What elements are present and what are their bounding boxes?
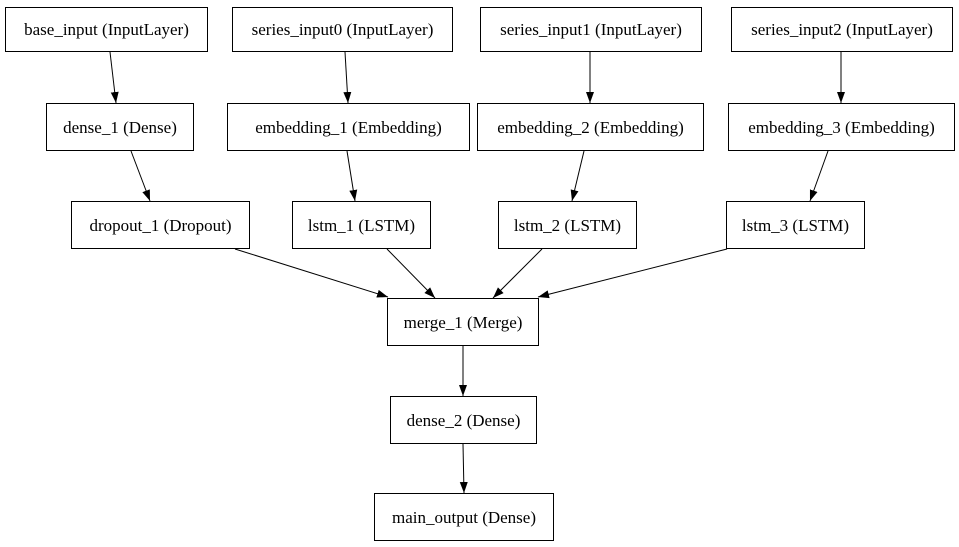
node-series_input0: series_input0 (InputLayer) xyxy=(232,7,453,52)
node-label: merge_1 (Merge) xyxy=(403,312,523,332)
node-embedding_2: embedding_2 (Embedding) xyxy=(477,103,704,151)
node-series_input1: series_input1 (InputLayer) xyxy=(480,7,702,52)
node-label: lstm_2 (LSTM) xyxy=(513,215,622,235)
node-base_input: base_input (InputLayer) xyxy=(5,7,208,52)
node-main_output: main_output (Dense) xyxy=(374,493,554,541)
edge-embedding_1-to-lstm_1 xyxy=(346,150,358,202)
node-label: series_input2 (InputLayer) xyxy=(751,20,933,39)
edge-dropout_1-to-merge_1 xyxy=(234,248,389,298)
node-label: series_input0 (InputLayer) xyxy=(251,20,434,39)
node-label: dropout_1 (Dropout) xyxy=(89,215,232,235)
node-label: embedding_3 (Embedding) xyxy=(748,117,935,137)
node-label: lstm_1 (LSTM) xyxy=(307,215,416,235)
node-label: embedding_2 (Embedding) xyxy=(497,117,684,137)
edge-lstm_1-to-merge_1 xyxy=(386,248,436,299)
node-label: embedding_1 (Embedding) xyxy=(255,117,442,137)
edge-dense_2-to-main_output xyxy=(459,443,468,494)
node-label: dense_2 (Dense) xyxy=(406,410,521,430)
edge-series_input0-to-embedding_1 xyxy=(343,51,352,104)
edge-dense_1-to-dropout_1 xyxy=(130,150,151,202)
edges-group xyxy=(109,51,845,494)
node-dropout_1: dropout_1 (Dropout) xyxy=(71,201,250,249)
node-embedding_1: embedding_1 (Embedding) xyxy=(227,103,470,151)
node-dense_2: dense_2 (Dense) xyxy=(390,396,537,444)
node-embedding_3: embedding_3 (Embedding) xyxy=(728,103,955,151)
node-lstm_2: lstm_2 (LSTM) xyxy=(498,201,637,249)
node-merge_1: merge_1 (Merge) xyxy=(387,298,539,346)
node-label: series_input1 (InputLayer) xyxy=(500,20,682,39)
edge-lstm_3-to-merge_1 xyxy=(537,248,728,299)
node-label: dense_1 (Dense) xyxy=(63,117,177,137)
node-label: lstm_3 (LSTM) xyxy=(741,215,850,235)
node-label: base_input (InputLayer) xyxy=(24,20,189,39)
node-lstm_3: lstm_3 (LSTM) xyxy=(726,201,865,249)
node-dense_1: dense_1 (Dense) xyxy=(46,103,194,151)
edge-base_input-to-dense_1 xyxy=(109,51,119,104)
node-label: main_output (Dense) xyxy=(392,507,536,527)
node-series_input2: series_input2 (InputLayer) xyxy=(731,7,953,52)
edge-lstm_2-to-merge_1 xyxy=(492,248,543,299)
edge-embedding_2-to-lstm_2 xyxy=(570,150,585,202)
node-lstm_1: lstm_1 (LSTM) xyxy=(292,201,431,249)
edge-embedding_3-to-lstm_3 xyxy=(809,150,829,202)
